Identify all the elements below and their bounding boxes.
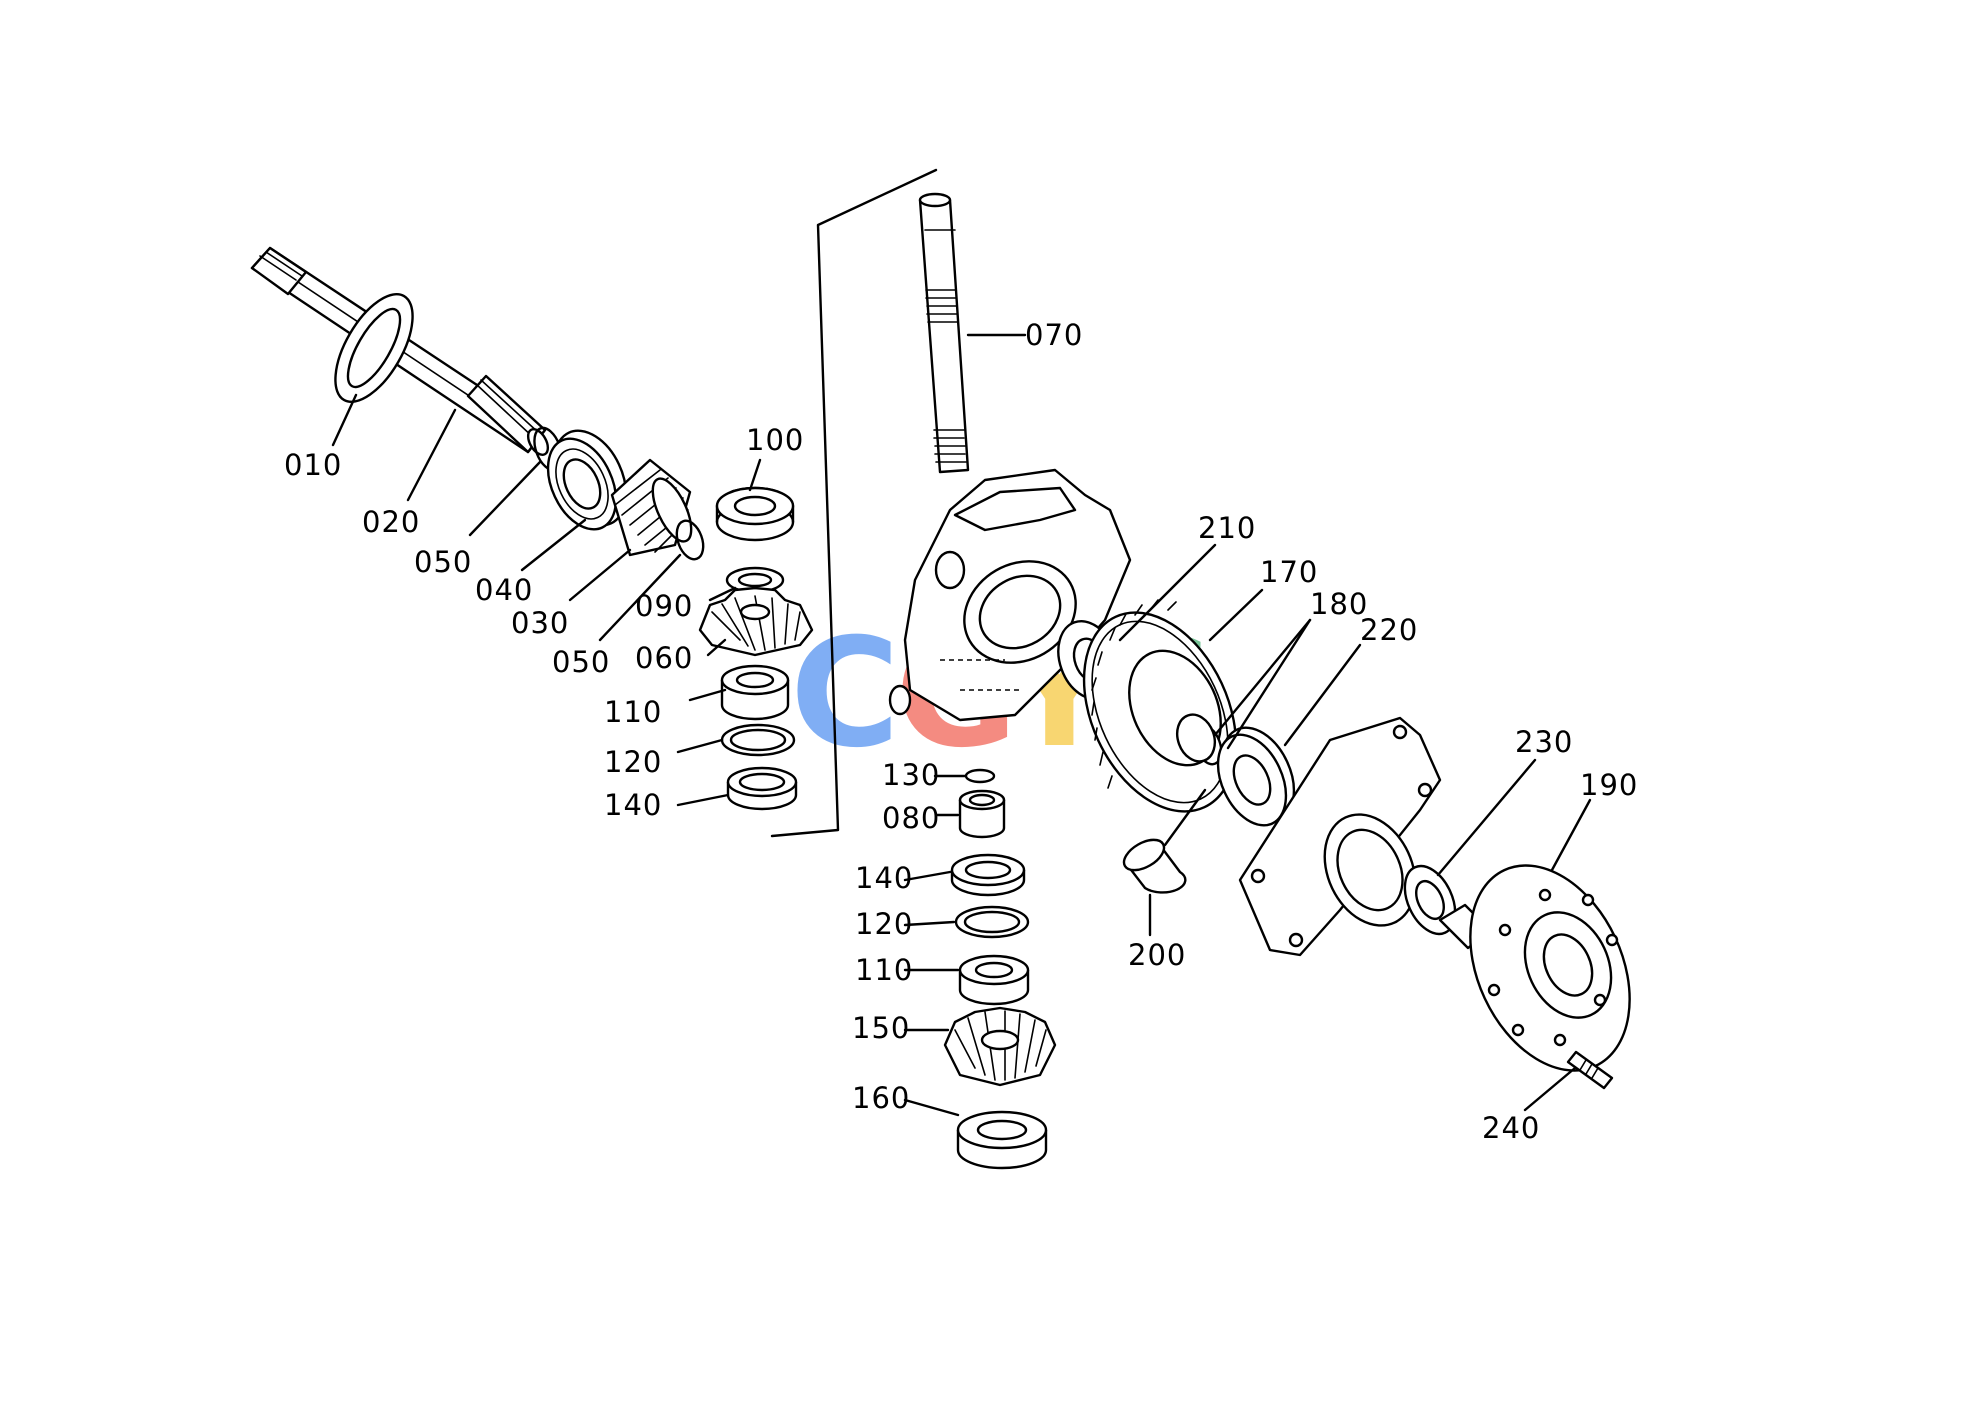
seal-140-right bbox=[950, 853, 1026, 897]
label-090: 090 bbox=[635, 589, 693, 623]
label-050-lower: 050 bbox=[552, 645, 610, 679]
bearing-100 bbox=[715, 486, 795, 542]
part-labels: 010 020 050 040 030 050 100 090 060 110 … bbox=[284, 318, 1638, 1145]
label-070: 070 bbox=[1025, 318, 1083, 352]
bevel-gear-150 bbox=[943, 1006, 1057, 1087]
label-060: 060 bbox=[635, 641, 693, 675]
seal-230 bbox=[1403, 864, 1457, 936]
bearing-110-right bbox=[958, 954, 1030, 1006]
label-190: 190 bbox=[1580, 768, 1638, 802]
label-180: 180 bbox=[1310, 587, 1368, 621]
washer-010 bbox=[334, 292, 414, 404]
washer-090 bbox=[725, 566, 785, 594]
label-100: 100 bbox=[746, 423, 804, 457]
label-040: 040 bbox=[475, 573, 533, 607]
bearing-160 bbox=[956, 1110, 1048, 1170]
label-150: 150 bbox=[852, 1011, 910, 1045]
flange-190 bbox=[1438, 864, 1631, 1072]
label-140-left: 140 bbox=[604, 788, 662, 822]
label-110-right: 110 bbox=[855, 953, 913, 987]
label-200: 200 bbox=[1128, 938, 1186, 972]
label-110-left: 110 bbox=[604, 695, 662, 729]
bushing-200 bbox=[1122, 788, 1207, 894]
label-160: 160 bbox=[852, 1081, 910, 1115]
label-020: 020 bbox=[362, 505, 420, 539]
label-050-upper: 050 bbox=[414, 545, 472, 579]
vertical-shaft-070 bbox=[918, 192, 970, 474]
label-120-right: 120 bbox=[855, 907, 913, 941]
label-010: 010 bbox=[284, 448, 342, 482]
gear-case-housing bbox=[888, 468, 1132, 722]
seal-140-left bbox=[726, 766, 798, 811]
bearing-040 bbox=[546, 429, 628, 531]
bearing-110-left bbox=[720, 664, 790, 721]
shim-120-right bbox=[954, 905, 1030, 939]
label-140-right: 140 bbox=[855, 861, 913, 895]
cover-housing bbox=[1238, 716, 1442, 957]
circlip-050-lower bbox=[675, 519, 705, 561]
bevel-gear-060 bbox=[698, 586, 814, 657]
label-120-left: 120 bbox=[604, 745, 662, 779]
group-bracket bbox=[770, 168, 938, 838]
shim-120-left bbox=[720, 723, 796, 757]
leader-lines bbox=[331, 333, 1592, 1117]
stud-240 bbox=[1566, 1050, 1614, 1090]
label-240: 240 bbox=[1482, 1111, 1540, 1145]
label-170: 170 bbox=[1260, 555, 1318, 589]
collar-080 bbox=[958, 789, 1006, 839]
label-210: 210 bbox=[1198, 511, 1256, 545]
label-230: 230 bbox=[1515, 725, 1573, 759]
label-030: 030 bbox=[511, 606, 569, 640]
label-080: 080 bbox=[882, 801, 940, 835]
label-220: 220 bbox=[1360, 613, 1418, 647]
bearing-220 bbox=[1216, 726, 1296, 827]
label-130: 130 bbox=[882, 758, 940, 792]
bevel-pinion-030 bbox=[610, 458, 693, 557]
